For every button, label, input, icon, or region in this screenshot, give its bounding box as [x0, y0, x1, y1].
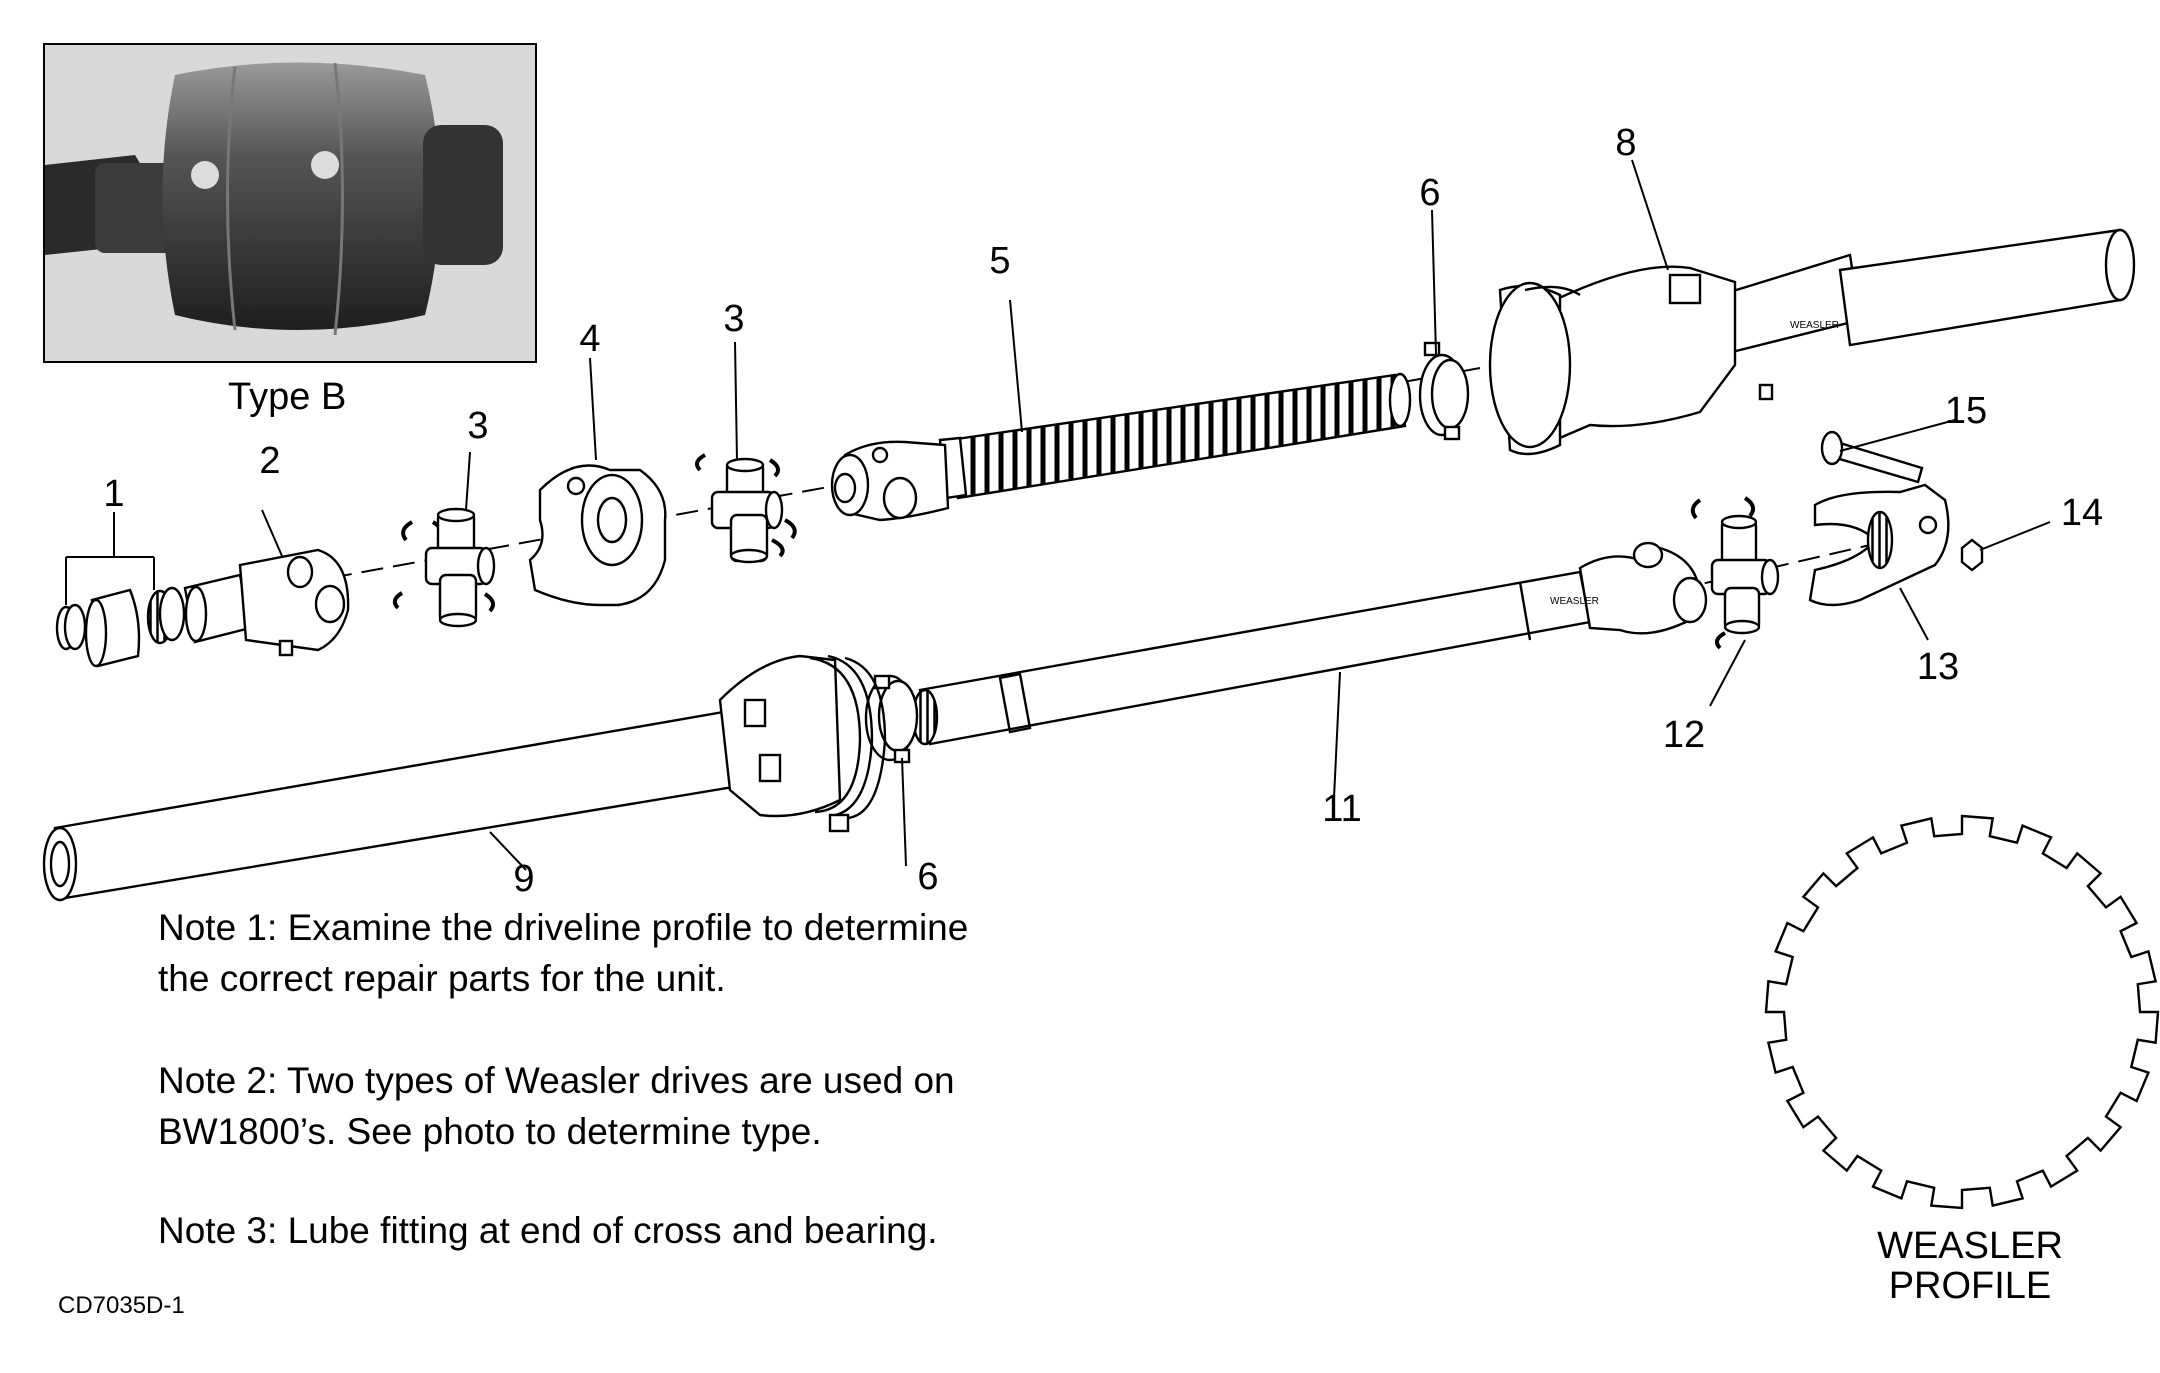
- photo-caption: Type B: [228, 376, 347, 418]
- callout-4: 4: [579, 318, 601, 360]
- callout-5-leader: [1009, 299, 1023, 433]
- callout-11: 11: [1322, 788, 1362, 830]
- callout-6a: 6: [1419, 172, 1441, 214]
- part-5-inner-splined-shaft: [830, 372, 1412, 522]
- callout-5: 5: [989, 240, 1011, 282]
- callout-14: 14: [2060, 492, 2104, 534]
- type-b-photo-image: [45, 45, 535, 361]
- callout-13-leader: [1899, 587, 1929, 641]
- part-3-cross-bearing-left: [392, 507, 496, 628]
- callout-13: 13: [1916, 646, 1960, 688]
- note-2-line-2: BW1800’s. See photo to determine type.: [158, 1111, 822, 1152]
- callout-4-leader: [589, 357, 597, 461]
- part-11-outer-tube: WEASLER: [911, 541, 1708, 746]
- callout-2: 2: [259, 440, 281, 482]
- callout-12-leader: [1709, 639, 1746, 707]
- callout-1-bracket: [65, 512, 155, 605]
- profile-caption-line-1: WEASLER: [1877, 1225, 2063, 1267]
- profile-caption-line-2: PROFILE: [1888, 1265, 2052, 1307]
- callout-12: 12: [1662, 714, 1706, 756]
- part-4-center-yoke: [528, 464, 667, 607]
- callout-15-leader: [1839, 419, 1956, 452]
- part-3-cross-bearing-middle: [694, 453, 797, 564]
- callout-8: 8: [1615, 122, 1637, 164]
- note-3-line-1: Note 3: Lube fitting at end of cross and…: [158, 1210, 938, 1251]
- type-b-photo: [43, 43, 537, 363]
- note-1-line-1: Note 1: Examine the driveline profile to…: [158, 907, 969, 948]
- part-6-bearing-ring-upper: [1418, 341, 1470, 441]
- callout-9-leader: [489, 831, 527, 871]
- callout-14-leader: [1979, 521, 2051, 551]
- part-14-nut: [1960, 538, 1984, 572]
- weasler-spline-profile: [1764, 814, 2160, 1210]
- callout-6b-leader: [901, 757, 907, 867]
- part-12-cross-bearing-right: [1690, 496, 1780, 650]
- callout-2-leader: [261, 509, 283, 557]
- callout-9: 9: [513, 858, 535, 900]
- callout-1: 1: [103, 473, 125, 515]
- part-2-inner-yoke: [183, 548, 350, 657]
- part-13-outer-yoke: [1808, 483, 1950, 607]
- callout-11-leader: [1333, 671, 1341, 799]
- part-9-inner-guard: [42, 654, 887, 902]
- svg-text:WEASLER: WEASLER: [1790, 320, 1839, 331]
- part-1-guard-cone: [55, 586, 186, 668]
- drawing-id: CD7035D-1: [58, 1292, 185, 1319]
- callout-8-leader: [1631, 159, 1669, 271]
- callout-6b: 6: [917, 856, 939, 898]
- svg-text:WEASLER: WEASLER: [1550, 596, 1599, 607]
- part-15-bolt: [1820, 430, 1924, 484]
- callout-15: 15: [1944, 390, 1988, 432]
- note-1-line-2: the correct repair parts for the unit.: [158, 958, 726, 999]
- callout-3a: 3: [467, 405, 489, 447]
- note-2-line-1: Note 2: Two types of Weasler drives are …: [158, 1060, 955, 1101]
- callout-3a-leader: [465, 451, 471, 511]
- part-8-outer-guard: WEASLER: [1488, 228, 2136, 456]
- callout-3c: 3: [723, 298, 745, 340]
- callout-6a-leader: [1431, 209, 1437, 355]
- part-6-bearing-ring-lower: [864, 674, 919, 764]
- callout-3b-leader: [734, 341, 738, 461]
